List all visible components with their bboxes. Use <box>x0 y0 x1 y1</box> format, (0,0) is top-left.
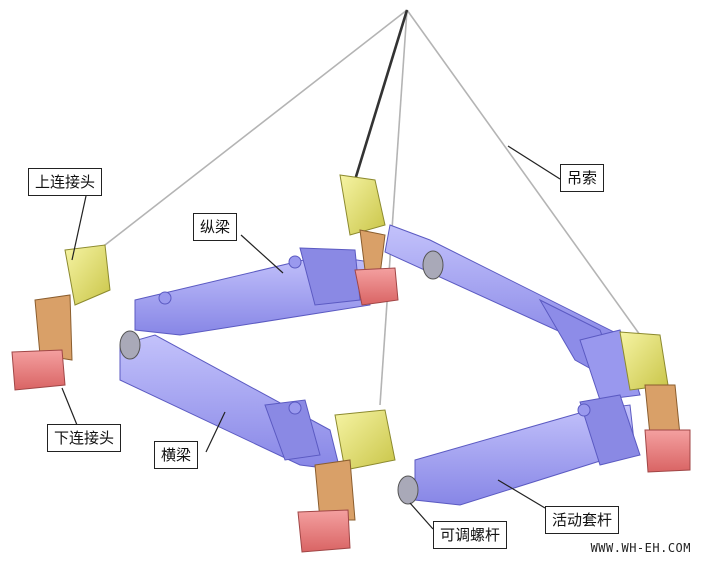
corner-left <box>11 244 111 391</box>
label-longitudinal-beam: 纵梁 <box>193 213 238 241</box>
label-sling: 吊索 <box>560 164 605 192</box>
beam-sliding-sleeve <box>414 394 641 506</box>
label-cross-beam: 横梁 <box>154 441 199 469</box>
label-sliding-sleeve: 活动套杆 <box>545 506 620 534</box>
label-lower-connector: 下连接头 <box>47 424 122 452</box>
sling-back <box>353 9 409 181</box>
slings <box>95 9 641 406</box>
adjustable-screws <box>119 250 444 505</box>
leader-lines <box>61 145 561 530</box>
beam-cross <box>119 334 341 471</box>
watermark: WWW.WH-EH.COM <box>590 541 691 555</box>
sling-front <box>379 9 408 406</box>
corner-right <box>619 331 691 473</box>
sling-left <box>95 9 408 253</box>
label-upper-connector: 上连接头 <box>28 168 103 196</box>
corner-back <box>339 174 399 306</box>
corner-front <box>297 409 396 553</box>
sling-right <box>406 9 641 336</box>
label-adjustable-screw: 可调螺杆 <box>433 521 508 549</box>
beam-longitudinal <box>134 247 371 336</box>
beam-back-right <box>384 224 642 401</box>
